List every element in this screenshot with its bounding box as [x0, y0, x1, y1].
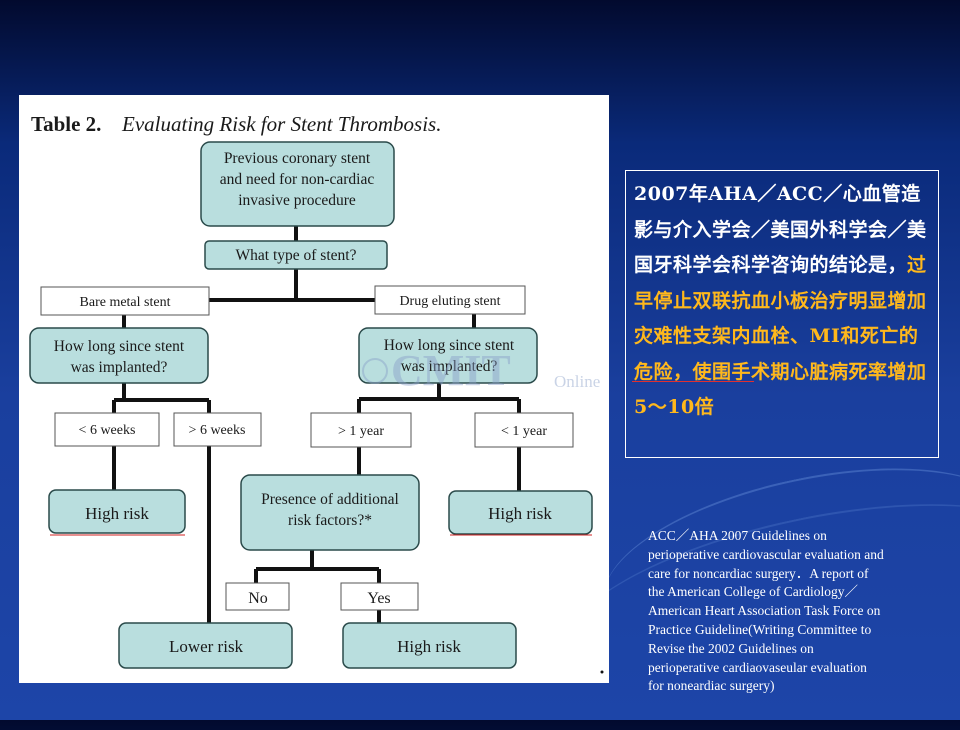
- node-high-risk-left-text: High risk: [85, 504, 149, 523]
- citation-line: American Heart Association Task Force on: [648, 603, 881, 619]
- node-additional-risk-line2: risk factors?*: [288, 512, 372, 529]
- node-gt6weeks-text: > 6 weeks: [189, 423, 246, 438]
- conclusion-normal-text: 2007年AHA／ACC／心血管造影与介入学会／美国外科学会／美国牙科学会科学咨…: [634, 183, 927, 276]
- conclusion-box: 2007年AHA／ACC／心血管造影与介入学会／美国外科学会／美国牙科学会科学咨…: [625, 170, 939, 458]
- node-gt1year: [310, 412, 412, 448]
- node-lower-risk: [118, 622, 293, 669]
- citation-line: Revise the 2002 Guidelines on: [648, 640, 814, 656]
- node-how-long-left-line1: How long since stent: [54, 338, 185, 355]
- conclusion-highlight-text: 过早停止双联抗血小板治疗明显增加灾难性支架内血栓、MI和死亡的危险，使围手术期心…: [634, 254, 927, 418]
- node-start-line1: Previous coronary stent: [224, 150, 371, 167]
- node-drug-eluting: [374, 285, 526, 315]
- node-bare-metal: [40, 286, 210, 316]
- node-yes: [340, 582, 419, 611]
- conclusion-red-underline: [632, 381, 754, 382]
- footnote-dot: [600, 670, 604, 674]
- node-additional-risk-line1: Presence of additional: [261, 491, 399, 508]
- node-how-long-right: [358, 327, 538, 384]
- citation-line: ACC／AHA 2007 Guidelines on: [648, 528, 827, 543]
- citation-line: perioperative cardiovascular evaluation …: [648, 546, 884, 562]
- node-how-long-right-line1: How long since stent: [384, 337, 515, 354]
- citation-line: for noneardiac surgery): [648, 678, 775, 694]
- node-lower-risk-text: Lower risk: [169, 637, 244, 656]
- node-high-risk-right: [448, 490, 593, 535]
- citation-line: care for noncardiac surgery．A report of: [648, 565, 869, 581]
- cmit-watermark: CMIT Online: [362, 346, 600, 395]
- flowchart-panel: Table 2. Evaluating Risk for Stent Throm…: [19, 95, 609, 683]
- node-start-line3: invasive procedure: [238, 192, 356, 209]
- node-additional-risk: [240, 474, 420, 551]
- node-high-risk-right-text: High risk: [488, 504, 552, 523]
- node-gt6weeks: [173, 412, 262, 447]
- citation: ACC／AHA 2007 Guidelines on perioperative…: [648, 527, 938, 696]
- citation-line: Practice Guideline(Writing Committee to: [648, 621, 872, 637]
- node-start-line2: and need for non-cardiac: [220, 171, 375, 188]
- node-how-long-right-line2: was implanted?: [401, 358, 498, 375]
- node-stent-type-text: What type of stent?: [236, 247, 357, 264]
- node-how-long-left: [29, 327, 209, 384]
- node-lt1year: [474, 412, 574, 448]
- citation-line: perioperative cardiaovaseular evaluation: [648, 659, 867, 675]
- node-no-text: No: [248, 590, 268, 607]
- node-high-risk-left: [48, 489, 186, 534]
- node-how-long-left-line2: was implanted?: [71, 359, 168, 376]
- table-label: Table 2.: [31, 112, 101, 136]
- node-lt6weeks-text: < 6 weeks: [79, 423, 136, 438]
- node-gt1year-text: > 1 year: [338, 424, 384, 439]
- node-yes-text: Yes: [367, 590, 390, 607]
- watermark-suffix: Online: [554, 372, 600, 391]
- node-lt1year-text: < 1 year: [501, 424, 547, 439]
- node-no: [225, 582, 290, 611]
- flowchart-svg: Table 2. Evaluating Risk for Stent Throm…: [29, 112, 604, 674]
- node-stent-type: [204, 240, 388, 270]
- node-drug-eluting-text: Drug eluting stent: [399, 294, 500, 309]
- node-bare-metal-text: Bare metal stent: [80, 295, 171, 310]
- watermark-logo: CMIT: [391, 346, 511, 395]
- table-title: Evaluating Risk for Stent Thrombosis.: [121, 112, 441, 136]
- node-high-risk-bottom: [342, 622, 517, 669]
- node-high-risk-bottom-text: High risk: [397, 637, 461, 656]
- citation-line: the American College of Cardiology／: [648, 584, 858, 600]
- node-lt6weeks: [54, 412, 160, 447]
- node-start: [200, 141, 395, 227]
